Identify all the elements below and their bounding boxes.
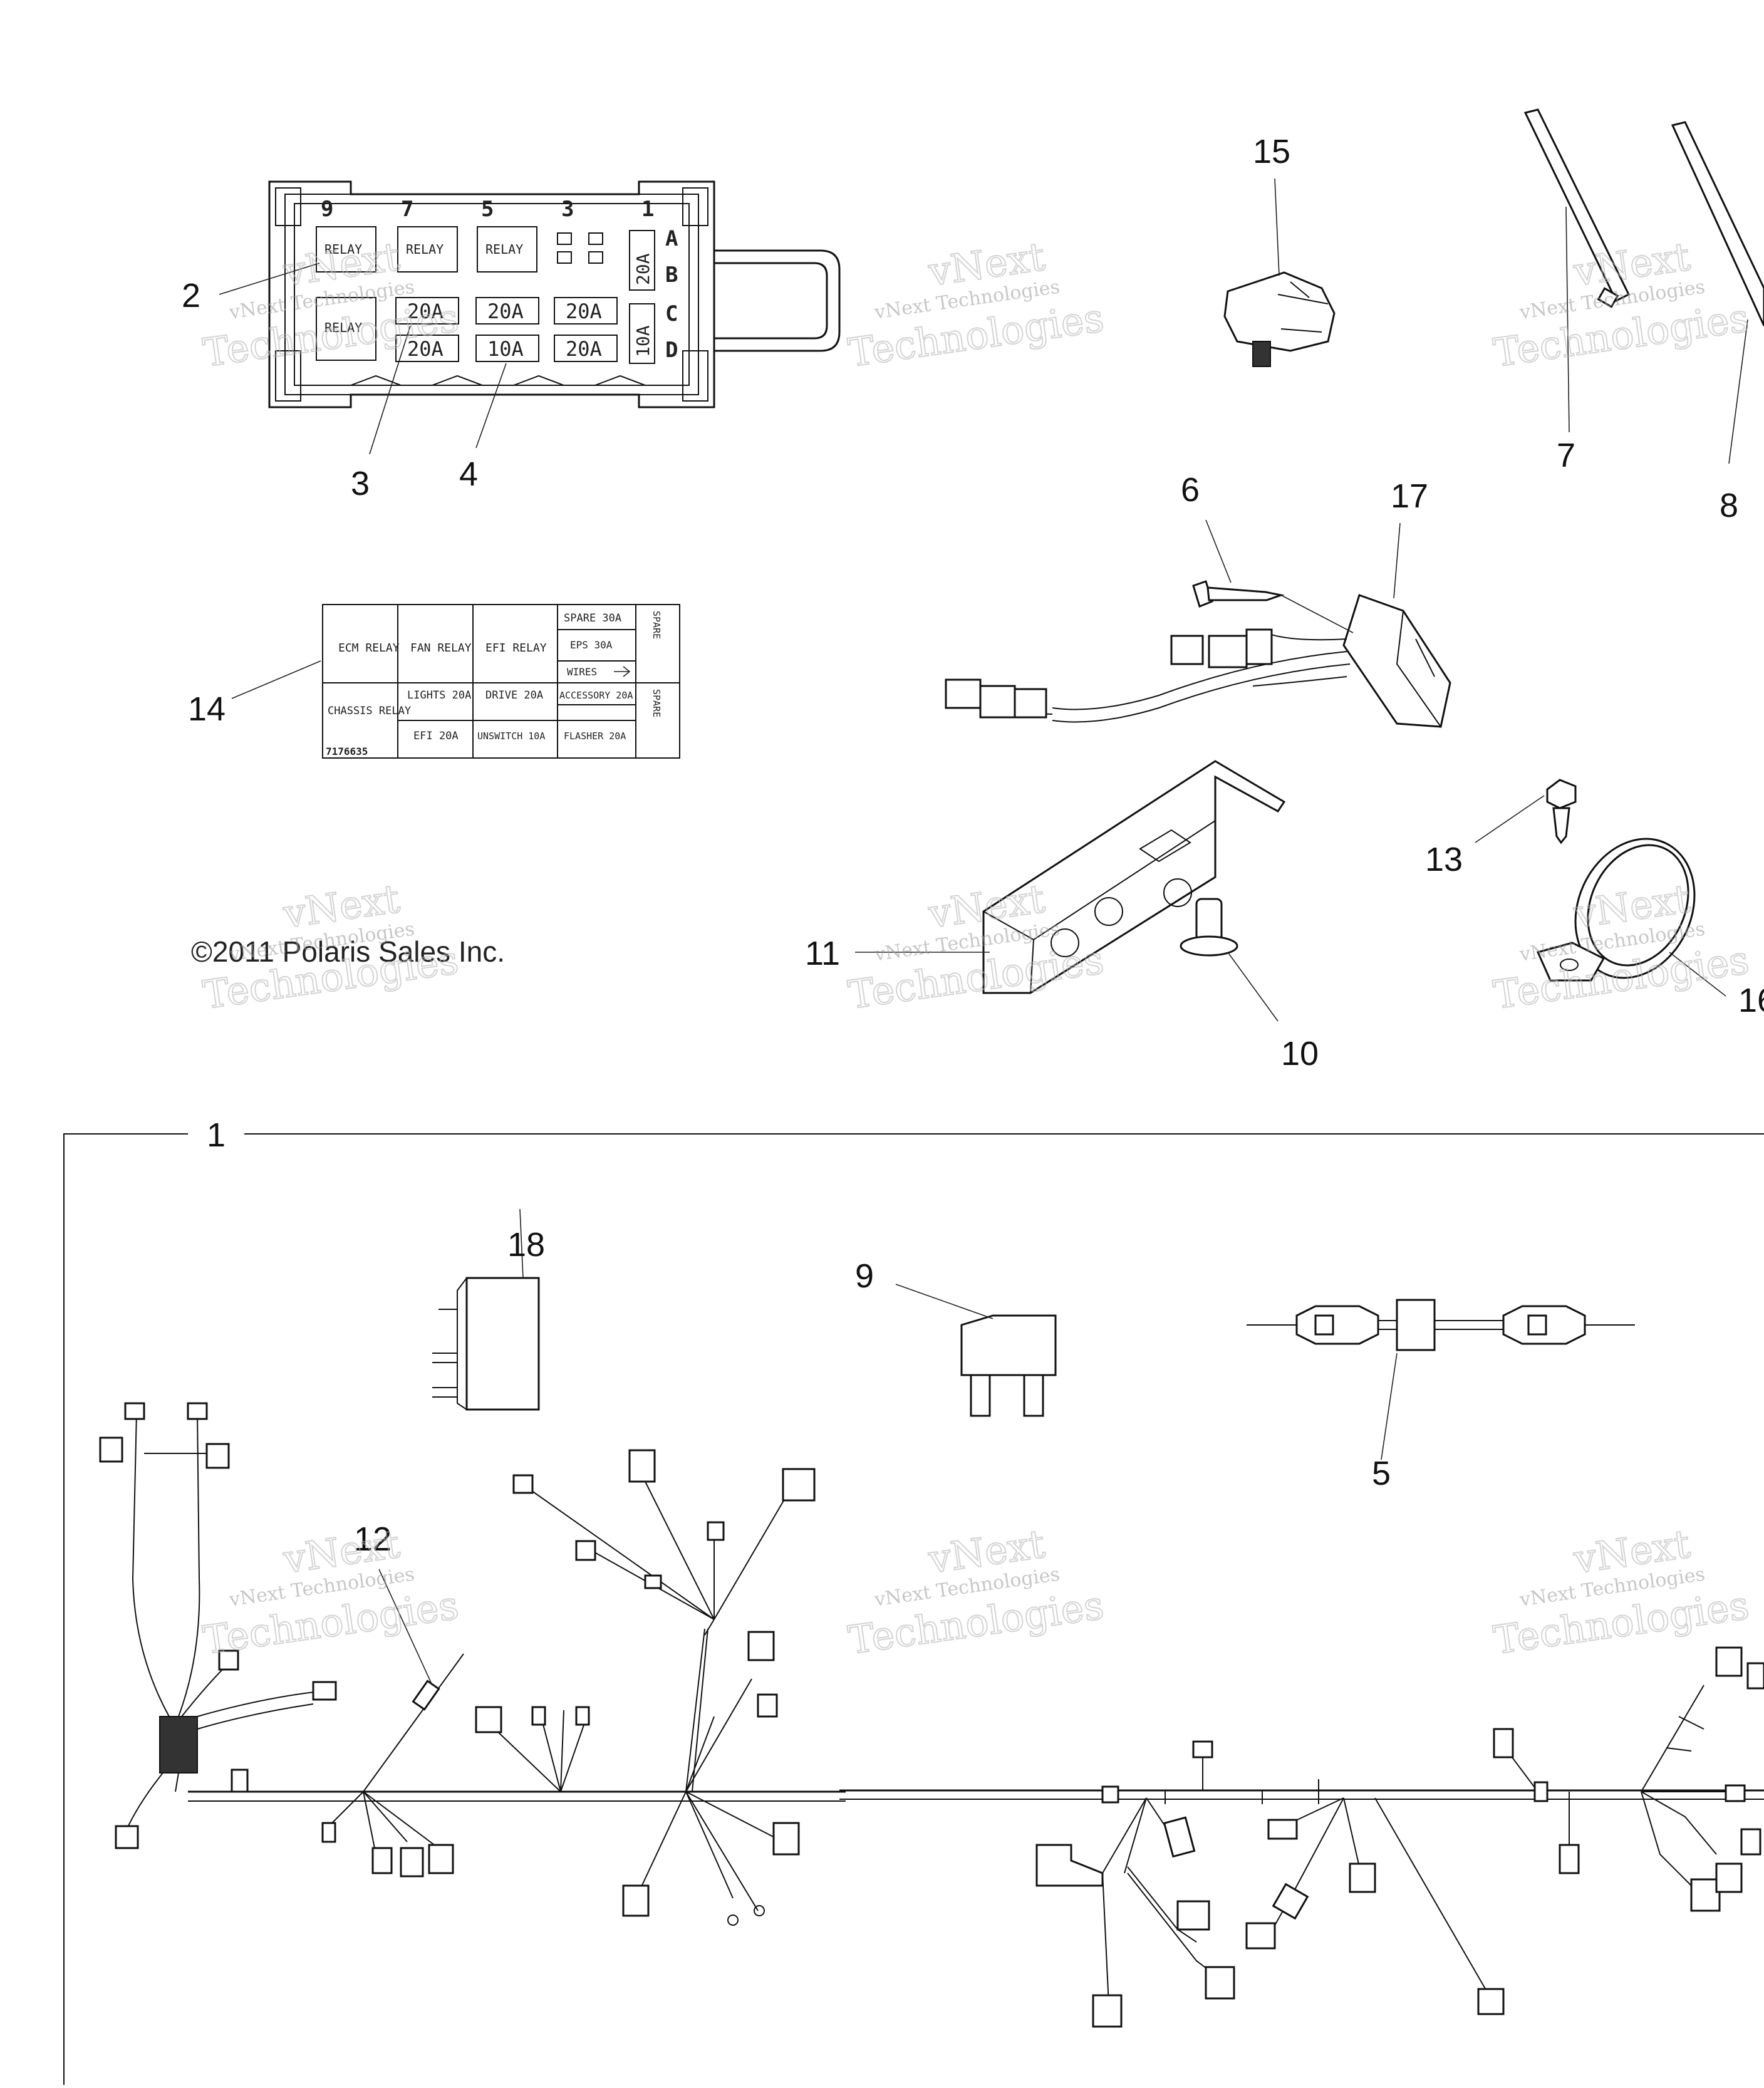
callout-3: 3: [351, 465, 370, 502]
label-part-number: 7176635: [326, 745, 368, 757]
callout-18: 18: [507, 1226, 545, 1264]
harness-group-frame: [63, 1133, 1764, 2085]
fuse-r2-2: 10A: [487, 337, 524, 361]
label-efi-20a: EFI 20A: [413, 730, 459, 742]
fuse-r2-1: 20A: [407, 337, 444, 361]
callout-8: 8: [1720, 487, 1738, 524]
connector-15: [1223, 178, 1336, 367]
callout-4: 4: [459, 455, 478, 493]
label-eps-30a: EPS 30A: [570, 639, 613, 651]
label-unswitch-10a: UNSWITCH 10A: [477, 730, 545, 742]
fuse-box-letter-d: D: [665, 338, 678, 363]
connector-harness-17: [945, 522, 1451, 728]
label-drive-20a: DRIVE 20A: [485, 689, 543, 702]
callout-9: 9: [855, 1257, 874, 1295]
fuse-r2-3: 20A: [566, 337, 602, 361]
screw-13: [1475, 779, 1577, 844]
relay-label-1: RELAY: [324, 242, 362, 257]
label-spare-1: SPARE: [651, 611, 662, 639]
fuse-r1-3: 20A: [566, 299, 602, 323]
relay-label-2: RELAY: [406, 242, 444, 257]
callout-10: 10: [1281, 1035, 1319, 1073]
fuse-box-letter-c: C: [665, 301, 678, 326]
label-spare-2: SPARE: [651, 689, 662, 717]
fuse-r1-1: 20A: [407, 299, 444, 323]
label-fan-relay: FAN RELAY: [410, 641, 472, 655]
circuit-breaker-9: [895, 1284, 1057, 1417]
callout-1: 1: [207, 1116, 226, 1154]
fuse-box-letter-a: A: [665, 226, 678, 251]
watermarks: vNext vNext Technologies Technologies vN…: [200, 233, 1752, 1664]
callout-16: 16: [1738, 982, 1764, 1019]
fuse-box: 9 7 5 3 1 A B C D RELAY RELAY RELAY RELA…: [268, 180, 841, 408]
clamp-16: [1536, 838, 1726, 997]
label-lights-20a: LIGHTS 20A: [407, 689, 471, 702]
label-ecm-relay: ECM RELAY: [338, 641, 400, 655]
fuse-box-number-3: 3: [561, 197, 574, 222]
callout-11: 11: [805, 935, 840, 972]
callout-12: 12: [354, 1520, 392, 1558]
side-fuse-1: 20A: [633, 253, 653, 285]
fuse-r1-2: 20A: [487, 299, 524, 323]
label-efi-relay: EFI RELAY: [485, 641, 547, 655]
fuse-label-card: ECM RELAY FAN RELAY EFI RELAY SPARE 30A …: [322, 604, 680, 759]
label-wires: WIRES: [567, 666, 597, 678]
callout-15: 15: [1253, 133, 1290, 170]
callout-5: 5: [1372, 1455, 1391, 1492]
callout-7: 7: [1557, 437, 1575, 474]
callout-6: 6: [1181, 471, 1200, 509]
fuse-holder-5: [1247, 1299, 1635, 1460]
callout-2: 2: [182, 277, 200, 314]
cable-tie-7: [1523, 108, 1631, 433]
fuse-box-number-1: 1: [641, 197, 654, 222]
main-harness-right: [839, 1646, 1764, 2028]
callout-14: 14: [188, 690, 226, 728]
callout-17: 17: [1391, 477, 1428, 515]
relay-label-3: RELAY: [485, 242, 523, 257]
fuse-box-number-7: 7: [401, 197, 413, 222]
relay-18: [432, 1208, 540, 1411]
main-harness-left: [99, 1402, 846, 1926]
copyright-text: ©2011 Polaris Sales Inc.: [191, 935, 505, 968]
fuse-box-number-9: 9: [321, 197, 333, 222]
bracket-11: [855, 760, 1286, 994]
fuse-box-letter-b: B: [665, 262, 678, 288]
fuse-box-number-5: 5: [481, 197, 494, 222]
push-rivet-10: [1180, 898, 1279, 1022]
callout-13: 13: [1425, 841, 1463, 878]
side-fuse-2: 10A: [633, 325, 653, 357]
label-spare-30a: SPARE 30A: [564, 612, 621, 625]
label-accessory-20a: ACCESSORY 20A: [559, 690, 633, 701]
label-chassis-relay: CHASSIS RELAY: [328, 705, 411, 717]
cable-tie-8: [1671, 121, 1764, 464]
relay-label-4: RELAY: [324, 320, 362, 335]
label-flasher-20a: FLASHER 20A: [564, 730, 626, 742]
bolt-6: [1192, 519, 1285, 608]
